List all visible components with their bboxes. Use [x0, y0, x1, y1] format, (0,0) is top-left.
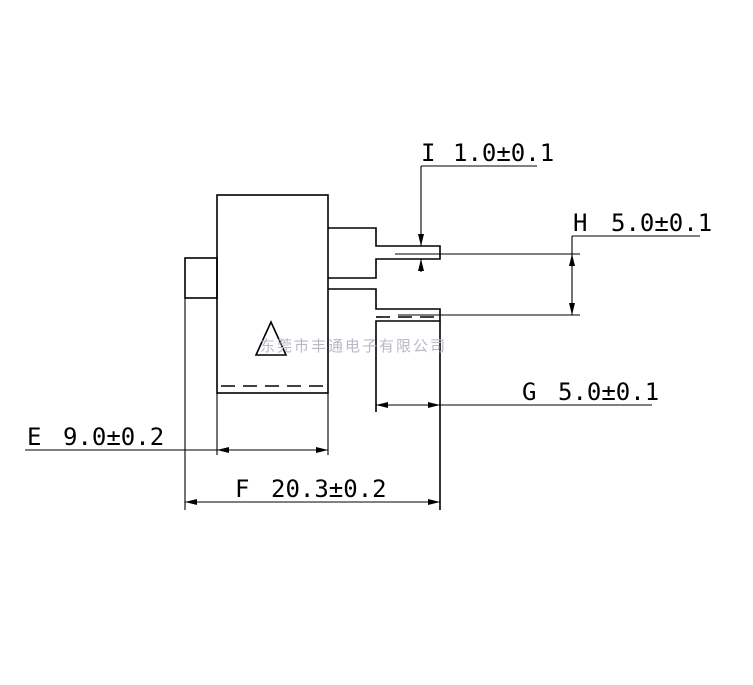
dim-F-arrow-right: [428, 499, 440, 505]
dim-E-arrow-right: [316, 447, 328, 453]
dim-F-value: 20.3±0.2: [271, 475, 387, 503]
dim-E-letter: E: [27, 423, 41, 451]
component-outline: [184, 194, 441, 510]
main-body: [216, 194, 329, 394]
dimension-I: I 1.0±0.1: [395, 139, 554, 272]
dim-H-letter: H: [573, 209, 587, 237]
dim-I-arrow-top: [418, 234, 424, 246]
dim-H-arrow-bottom: [569, 303, 575, 315]
dim-H-arrow-top: [569, 254, 575, 266]
dimension-G: G 5.0±0.1: [376, 378, 659, 408]
dimension-F: F 20.3±0.2: [184, 298, 440, 510]
dim-G-value: 5.0±0.1: [558, 378, 659, 406]
watermark-text: 东莞市丰通电子有限公司: [260, 337, 447, 355]
dim-I-letter: I: [421, 139, 435, 167]
dimension-H: H 5.0±0.1: [398, 209, 712, 316]
upper-pin: [328, 227, 441, 279]
dim-E-value: 9.0±0.2: [63, 423, 164, 451]
dimension-E: E 9.0±0.2: [25, 393, 329, 455]
warning-triangle-icon: [254, 320, 288, 356]
side-tab: [184, 257, 218, 299]
lower-pin: [328, 288, 441, 412]
dim-I-arrow-bottom: [418, 259, 424, 271]
dim-E-arrow-left: [217, 447, 229, 453]
dim-F-arrow-left: [185, 499, 197, 505]
dim-G-arrow-right: [428, 402, 440, 408]
dim-H-value: 5.0±0.1: [611, 209, 712, 237]
dim-F-letter: F: [235, 475, 249, 503]
dim-G-arrow-left: [376, 402, 388, 408]
dim-G-letter: G: [522, 378, 536, 406]
dim-I-value: 1.0±0.1: [453, 139, 554, 167]
